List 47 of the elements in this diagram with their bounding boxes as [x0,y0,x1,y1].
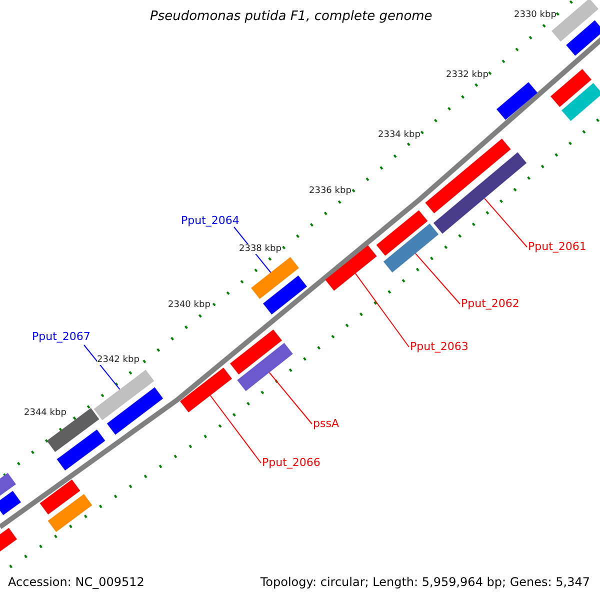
gene-label: Pput_2061 [528,240,586,253]
gene-label: Pput_2064 [181,214,240,227]
gene-label: Pput_2067 [32,330,90,343]
gene-block [106,387,164,435]
footer-text: Accession: NC_009512 [8,576,144,589]
scale-label: 2340 kbp [168,300,210,310]
gene-block [0,490,21,516]
scale-label: 2344 kbp [24,408,66,418]
scale-label: 2336 kbp [309,186,352,196]
scale-label: 2334 kbp [378,130,420,140]
gene-label: Pput_2062 [461,297,520,310]
gene-block [180,368,232,412]
gene-block [376,210,428,256]
gene-block [566,20,600,56]
scale-label: 2338 kbp [239,244,282,254]
footer-text: Topology: circular; Length: 5,959,964 bp; Genes: 5,347 [260,576,590,589]
leader-line [268,372,312,424]
leader-line [354,272,410,348]
gene-label: Pput_2066 [262,456,320,469]
gene-block [251,257,299,299]
scale-label: 2330 kbp [514,10,556,20]
gene-block [230,330,282,374]
gene-block [237,342,293,392]
gene-block [550,69,592,107]
scale-label: 2342 kbp [97,355,140,365]
gene-block [562,83,600,121]
gene-block [94,370,154,420]
gene-block [40,480,80,514]
title: Pseudomonas putida F1, complete genome [150,10,432,23]
gene-block [46,408,100,452]
gene-block [433,152,527,234]
leader-line [414,252,460,304]
gene-block [496,82,538,120]
gene-block [425,138,511,214]
gene-label: Pput_2063 [410,340,468,353]
leader-line [484,198,528,248]
gene-block [0,528,17,552]
leader-line [210,395,262,464]
gene-block [263,276,307,314]
scale-label: 2332 kbp [446,70,488,80]
gene-block [325,245,377,291]
gene-block [383,224,439,272]
gene-block [56,430,106,470]
gene-block [0,472,16,498]
gene-label: pssA [313,417,339,430]
gene-block [48,494,92,532]
leader-line [84,344,120,390]
